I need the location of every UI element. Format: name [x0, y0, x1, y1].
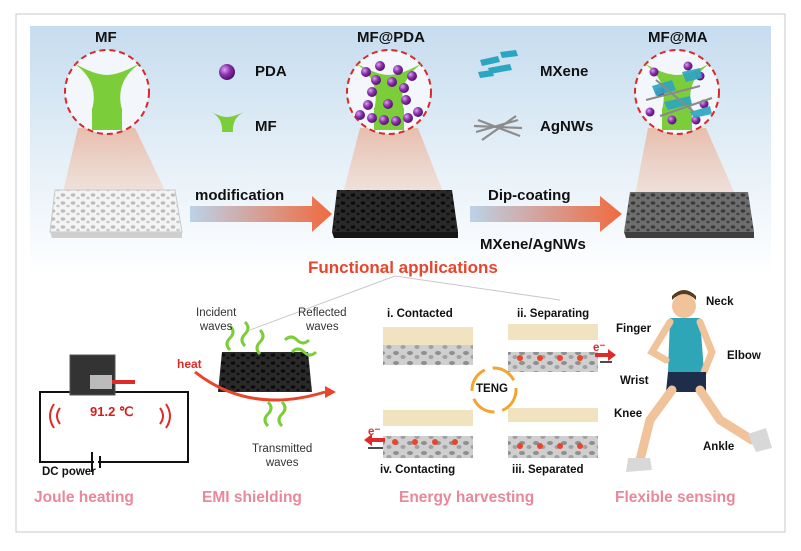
foam-mfpda: [332, 190, 458, 238]
legend-agnws: AgNWs: [540, 118, 594, 135]
teng-step-iv: iv. Contacting: [380, 464, 456, 476]
label-joule-heating: Joule heating: [34, 489, 134, 506]
transmitted-waves-label: Transmitted waves: [252, 443, 313, 469]
label-emi-shielding: EMI shielding: [202, 489, 302, 506]
electron-arrow-left: [364, 434, 385, 446]
mxene-icon: [478, 50, 518, 78]
functional-applications-title: Functional applications: [308, 258, 498, 277]
spread-lines: [249, 275, 561, 331]
legend-pda: PDA: [255, 63, 287, 80]
mf-zoom-circle: [64, 49, 150, 135]
temperature-readout: 91.2 ℃: [90, 404, 134, 419]
sensing-elbow: Elbow: [727, 350, 761, 362]
teng-panel-contacting: [383, 410, 473, 458]
arrow-label-mxene-agnws: MXene/AgNWs: [480, 236, 586, 253]
sensing-finger: Finger: [616, 323, 652, 335]
electron-arrow-right: [595, 349, 616, 361]
mf-icon: [211, 112, 244, 132]
teng-step-iii: iii. Separated: [512, 464, 584, 476]
mfpda-zoom-circle: [346, 49, 432, 135]
arrow-modification: [190, 196, 332, 232]
sensing-neck: Neck: [706, 296, 734, 308]
arrow-dip-coating: [470, 196, 622, 232]
reflected-waves-label: Reflected waves: [298, 307, 347, 333]
sensing-ankle: Ankle: [703, 441, 735, 453]
runner-figure: [626, 290, 772, 472]
label-flexible-sensing: Flexible sensing: [615, 489, 736, 506]
teng-cycle-icon: [470, 366, 518, 414]
incident-waves-label: Incident waves: [196, 307, 237, 333]
zoom-beam-mfpda: [340, 128, 448, 205]
stage-label-mfpda: MF@PDA: [357, 29, 425, 46]
electron-label-left: e⁻: [368, 426, 381, 438]
zoom-beam-mf: [60, 128, 172, 205]
legend-mf: MF: [255, 118, 277, 135]
zoom-beam-mfma: [632, 128, 742, 210]
legend-mxene: MXene: [540, 63, 589, 80]
teng-panel-separating: [508, 324, 598, 372]
teng-center-label: TENG: [476, 383, 508, 395]
teng-panel-separated: [508, 408, 598, 458]
sensing-wrist: Wrist: [620, 375, 649, 387]
electron-label-right: e⁻: [593, 342, 606, 354]
foam-mf: [49, 189, 183, 238]
emi-shielding-graphic: [194, 320, 336, 428]
mfma-zoom-circle: [634, 49, 720, 135]
foam-mfma: [624, 192, 754, 238]
joule-heating-circuit: [39, 354, 189, 472]
dc-power-label: DC power: [42, 466, 96, 478]
pda-icon: [219, 64, 235, 80]
sensing-knee: Knee: [614, 408, 643, 420]
agnws-icon: [473, 115, 523, 141]
teng-panel-contacted: [383, 327, 473, 365]
heat-label: heat: [177, 357, 202, 371]
stage-label-mfma: MF@MA: [648, 29, 708, 46]
teng-step-i: i. Contacted: [387, 308, 453, 320]
stage-label-mf: MF: [95, 29, 117, 46]
teng-step-ii: ii. Separating: [517, 308, 590, 320]
arrow-label-dip-coating: Dip-coating: [488, 187, 571, 204]
label-energy-harvesting: Energy harvesting: [399, 489, 535, 506]
arrow-label-modification: modification: [195, 187, 285, 204]
